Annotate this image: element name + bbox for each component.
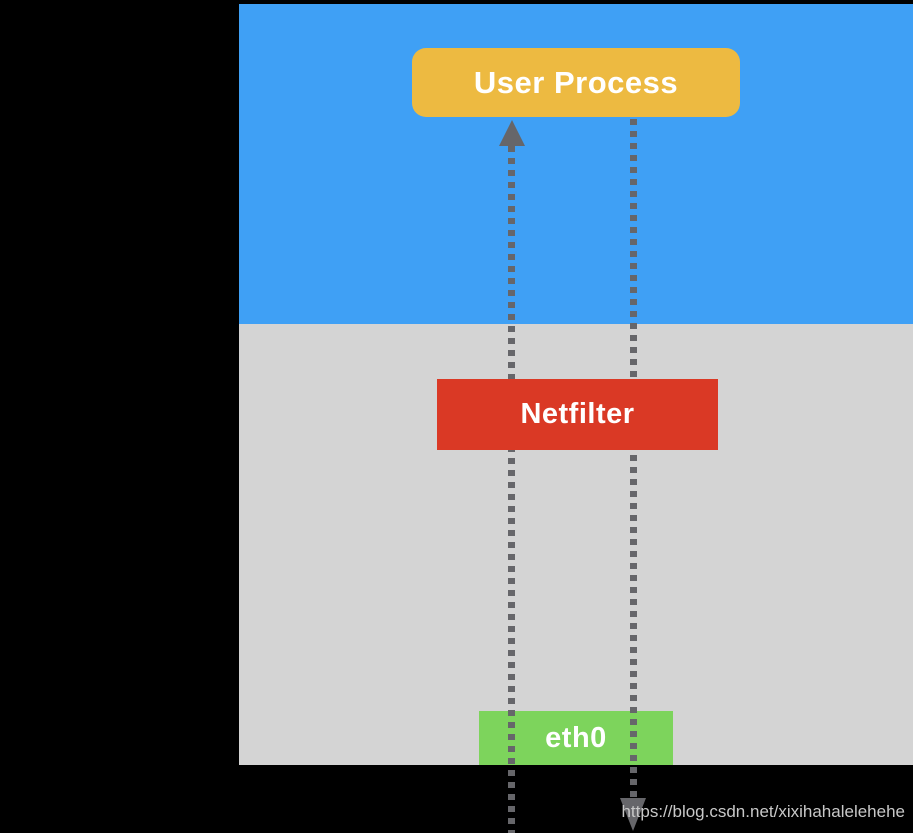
netfilter-label: Netfilter <box>520 398 635 430</box>
netfilter-box: Netfilter <box>437 379 718 450</box>
arrow-up-icon <box>499 120 525 146</box>
arrow-down-icon <box>620 798 646 831</box>
user-process-label: User Process <box>473 64 679 100</box>
outbound-flow-line <box>630 119 637 798</box>
inbound-flow-line <box>508 146 515 833</box>
watermark-url: https://blog.csdn.net/xixihahalelehehe <box>621 802 905 821</box>
eth0-label: eth0 <box>545 721 607 754</box>
user-process-box: User Process <box>412 48 740 117</box>
